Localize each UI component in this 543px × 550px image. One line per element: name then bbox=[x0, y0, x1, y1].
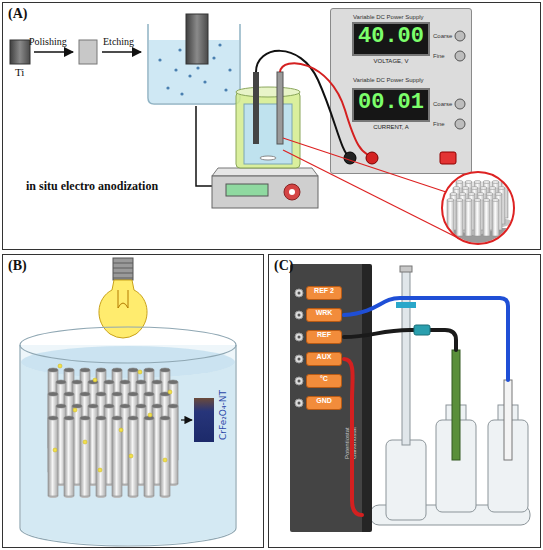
nanotube-array bbox=[48, 368, 178, 498]
display-reading: 40.00 bbox=[354, 24, 428, 49]
zoom-circle bbox=[442, 172, 514, 244]
electrochemical-cell bbox=[360, 266, 530, 525]
lcd-display: 40.00VOLTAGE, V bbox=[352, 22, 430, 56]
zoom-circle bbox=[442, 172, 514, 244]
device-label: Variable DC Power Supply bbox=[353, 77, 424, 83]
port-button: REF 2 bbox=[306, 286, 342, 300]
counter-electrode bbox=[504, 380, 512, 460]
lead-wire bbox=[280, 63, 372, 158]
port-sockets bbox=[295, 289, 303, 407]
port-label: WRK bbox=[307, 309, 341, 316]
vessel-rim bbox=[20, 327, 236, 363]
power-supply: 40.00VOLTAGE, V00.01CURRENT, AVariable D… bbox=[330, 8, 472, 174]
port-button: AUX bbox=[306, 352, 342, 366]
lamp-bulb bbox=[99, 280, 147, 338]
panel-letter: (A) bbox=[8, 6, 27, 22]
step-label: Polishing bbox=[29, 36, 67, 47]
ti-foil bbox=[186, 14, 208, 64]
stirrer-knob bbox=[284, 184, 300, 200]
stirrer-knob bbox=[289, 189, 295, 195]
lead-wire bbox=[256, 51, 350, 158]
device-label: Potentiostat Galvanostat bbox=[344, 414, 358, 472]
result-arrow bbox=[181, 419, 192, 420]
ti-foil bbox=[10, 40, 30, 64]
port-button: GND bbox=[306, 396, 342, 410]
panel: 40.00VOLTAGE, V00.01CURRENT, AVariable D… bbox=[2, 2, 541, 250]
power-switch bbox=[440, 152, 456, 164]
panel: REF 2 WRK REF AUX °C GND Potentiostat Galvanos… bbox=[268, 254, 541, 548]
magnetic-stirrer bbox=[212, 176, 318, 208]
lamp-filament bbox=[118, 290, 128, 308]
port-button: °C bbox=[306, 374, 342, 388]
anodization-setup bbox=[212, 72, 318, 208]
cell-vessel bbox=[386, 440, 426, 520]
working-electrode bbox=[452, 350, 460, 460]
stirrer-display bbox=[226, 184, 268, 196]
terminal bbox=[344, 152, 356, 164]
electrode bbox=[277, 72, 283, 144]
zoom-line bbox=[283, 150, 464, 241]
lcd-display: 00.01CURRENT, A bbox=[352, 88, 430, 122]
lamp-thread bbox=[113, 263, 133, 278]
tube-cap bbox=[400, 266, 412, 272]
cable-clip bbox=[414, 325, 430, 335]
port-label: °C bbox=[307, 375, 341, 382]
display-caption: VOLTAGE, V bbox=[354, 58, 428, 64]
step-label: Etching bbox=[103, 36, 134, 47]
cable bbox=[344, 298, 508, 380]
step-arrow bbox=[34, 51, 73, 53]
display-reading: 00.01 bbox=[354, 90, 428, 115]
cable bbox=[344, 359, 362, 515]
potentiostat: REF 2 WRK REF AUX °C GND Potentiostat Galvanos… bbox=[290, 264, 372, 532]
bubbles bbox=[158, 43, 231, 95]
port-pins bbox=[298, 292, 301, 405]
knobs bbox=[455, 31, 465, 129]
port-label: REF 2 bbox=[307, 287, 341, 294]
electrode bbox=[253, 72, 259, 144]
cell-lid bbox=[236, 87, 300, 97]
panel: CrFe₂O₄-NT (B) bbox=[2, 254, 264, 548]
stir-bar bbox=[260, 156, 276, 160]
reactor-solution bbox=[21, 362, 235, 545]
nanotube-closeup bbox=[440, 181, 520, 258]
port-button: WRK bbox=[306, 308, 342, 322]
zoom-line bbox=[283, 138, 446, 192]
step-label: in situ electro anodization bbox=[26, 179, 158, 194]
lamp-base bbox=[113, 258, 133, 280]
electrolyte bbox=[244, 104, 292, 164]
clamp bbox=[396, 302, 416, 308]
panel-letter: (C) bbox=[274, 258, 293, 274]
port-button: REF bbox=[306, 330, 342, 344]
cable bbox=[344, 330, 456, 350]
device-label: Variable DC Power Supply bbox=[353, 14, 424, 20]
material-label: Ti bbox=[15, 66, 24, 78]
stirrer-top bbox=[212, 168, 318, 176]
preparation-steps bbox=[10, 14, 240, 186]
sample-label: CrFe₂O₄-NT bbox=[218, 390, 228, 440]
panel-letter: (B) bbox=[8, 258, 27, 274]
terminal bbox=[366, 152, 378, 164]
port-label: REF bbox=[307, 331, 341, 338]
display-caption: CURRENT, A bbox=[354, 124, 428, 130]
reference-tube bbox=[402, 270, 410, 445]
reactor-vessel bbox=[20, 345, 236, 546]
step-arrow bbox=[102, 51, 141, 53]
light-particles bbox=[53, 364, 172, 472]
polished-foil bbox=[79, 40, 97, 64]
port-label: AUX bbox=[307, 353, 341, 360]
photo-reactor bbox=[20, 258, 236, 546]
port-label: GND bbox=[307, 397, 341, 404]
sample-photo: CrFe₂O₄-NT bbox=[194, 398, 214, 442]
magnified-view bbox=[283, 138, 520, 258]
cooling-jacket bbox=[236, 92, 300, 168]
